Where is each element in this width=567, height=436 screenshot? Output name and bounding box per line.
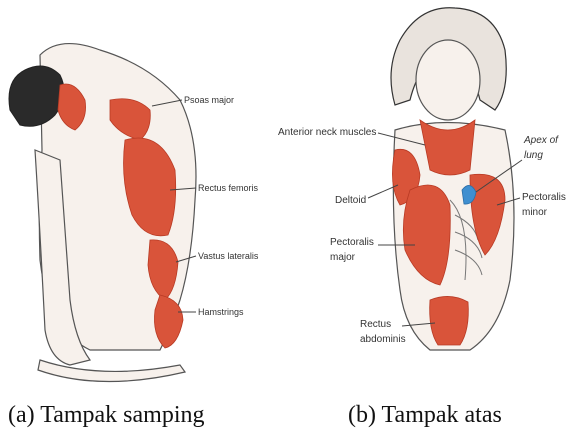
- rectus-abdominis-muscle: [430, 296, 469, 345]
- feet-a: [38, 360, 185, 382]
- label-rectus-line1: Rectus: [360, 319, 391, 330]
- label-pectoralis-major-line1: Pectoralis: [330, 237, 374, 248]
- label-rectus-femoris: Rectus femoris: [198, 183, 259, 193]
- panel-a-side-view: Psoas major Rectus femoris Vastus latera…: [9, 44, 259, 382]
- label-anterior-neck-muscles: Anterior neck muscles: [278, 127, 376, 138]
- label-pectoralis-minor-line1: Pectoralis: [522, 192, 566, 203]
- label-deltoid: Deltoid: [335, 195, 366, 206]
- caption-side-view: (a) Tampak samping: [8, 402, 205, 429]
- panel-b-top-view: Anterior neck muscles Apex of lung Delto…: [278, 8, 566, 350]
- label-vastus-lateralis: Vastus lateralis: [198, 251, 259, 261]
- face-b: [416, 40, 480, 120]
- label-apex-line2: lung: [524, 150, 543, 161]
- caption-top-view: (b) Tampak atas: [348, 402, 502, 429]
- label-psoas-major: Psoas major: [184, 95, 234, 105]
- label-pectoralis-major-line2: major: [330, 252, 356, 263]
- label-apex-line1: Apex of: [523, 135, 559, 146]
- label-hamstrings: Hamstrings: [198, 307, 244, 317]
- label-rectus-line2: abdominis: [360, 334, 406, 345]
- label-pectoralis-minor-line2: minor: [522, 207, 548, 218]
